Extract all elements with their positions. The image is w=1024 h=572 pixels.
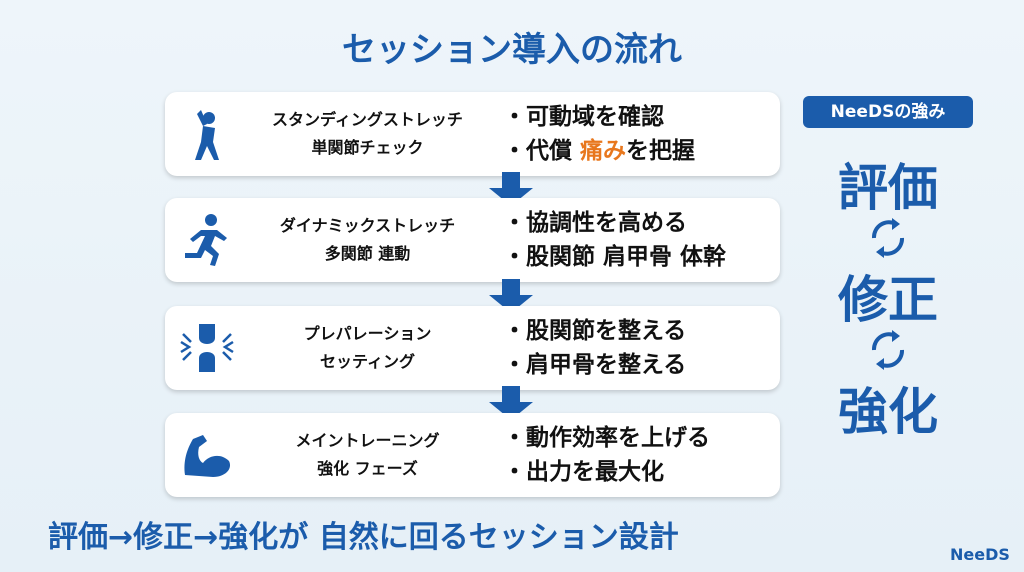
step-card-standing-stretch: スタンディングストレッチ単関節チェック ・可動域を確認・代償 痛みを把握 — [165, 92, 780, 176]
down-arrow-icon — [489, 172, 533, 206]
step-bullets: ・股関節を整える・肩甲骨を整える — [503, 318, 687, 378]
page-title: セッション導入の流れ — [342, 30, 682, 70]
step-card-preparation: プレパレーションセッティング ・股関節を整える・肩甲骨を整える — [165, 306, 780, 390]
cycle-arrows-icon — [872, 218, 904, 258]
running-person-icon — [185, 214, 227, 266]
side-item-strengthening: 強化 — [838, 383, 938, 441]
strength-badge: NeeDSの強み — [803, 96, 973, 128]
flexed-arm-icon — [184, 435, 231, 477]
stretching-person-icon — [195, 110, 219, 160]
step-name: ダイナミックストレッチ多関節 連動 — [279, 216, 456, 263]
step-name: プレパレーションセッティング — [303, 324, 432, 371]
side-item-correction: 修正 — [838, 271, 938, 329]
step-name: メイントレーニング強化 フェーズ — [295, 431, 440, 478]
summary-text: 評価→修正→強化が 自然に回るセッション設計 — [48, 520, 679, 555]
cycle-arrows-icon — [872, 330, 904, 370]
step-bullets: ・可動域を確認・代償 痛みを把握 — [503, 104, 696, 164]
joint-icon — [180, 324, 234, 372]
down-arrow-icon — [489, 279, 533, 313]
step-bullets: ・動作効率を上げる・出力を最大化 — [503, 425, 710, 485]
step-name: スタンディングストレッチ単関節チェック — [272, 110, 463, 157]
needs-logo: NeeDS — [950, 545, 1010, 564]
highlight-text: 痛み — [580, 138, 627, 164]
side-item-evaluation: 評価 — [838, 159, 938, 217]
down-arrow-icon — [489, 386, 533, 420]
step-bullets: ・協調性を高める・股関節 肩甲骨 体幹 — [503, 210, 727, 270]
step-card-dynamic-stretch: ダイナミックストレッチ多関節 連動 ・協調性を高める・股関節 肩甲骨 体幹 — [165, 198, 780, 282]
step-card-main-training: メイントレーニング強化 フェーズ ・動作効率を上げる・出力を最大化 — [165, 413, 780, 497]
